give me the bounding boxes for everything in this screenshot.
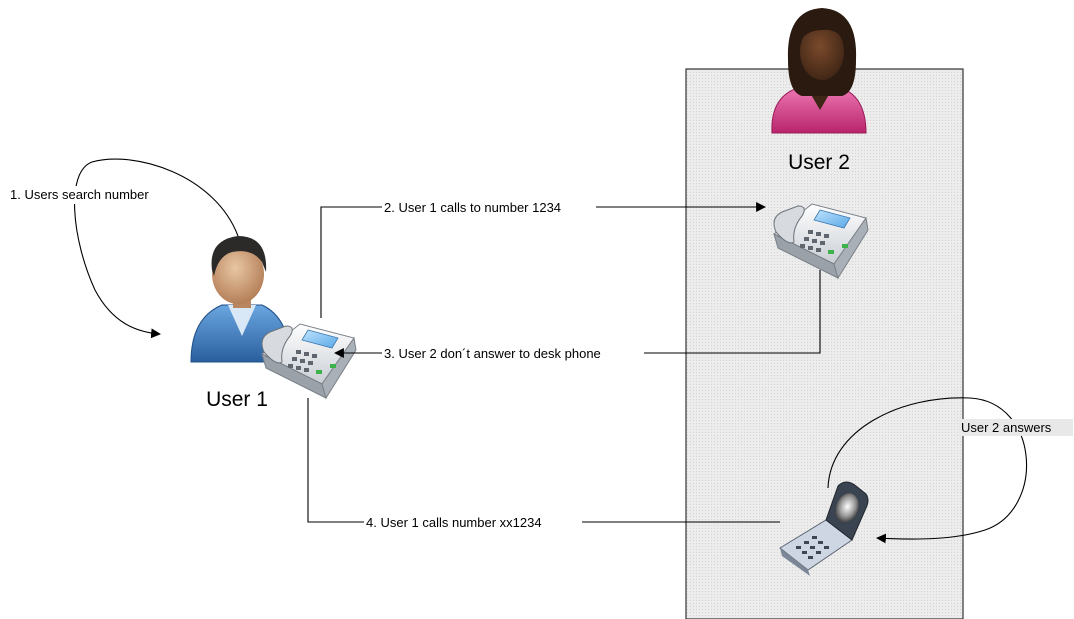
step-3-label: 3. User 2 don´t answer to desk phone (384, 346, 601, 361)
desk-phone-icon (261, 323, 357, 400)
edge-call-mobile (307, 398, 780, 523)
user2-label: User 2 (788, 151, 850, 174)
user2-avatar (771, 8, 867, 134)
step-2-label: 2. User 1 calls to number 1234 (384, 200, 561, 215)
edge-search-loop (74, 158, 239, 339)
step-1-label: 1. Users search number (10, 187, 149, 202)
edge-call-desk (320, 202, 766, 318)
desk-phone-icon (773, 203, 869, 280)
user1-desk-phone (261, 323, 357, 400)
female-user-icon (771, 8, 867, 134)
edge-answer-loop (827, 397, 1027, 544)
flip-mobile-phone-icon (779, 481, 869, 576)
step-4-label: 4. User 1 calls number xx1234 (366, 515, 542, 530)
user2-mobile-phone (779, 481, 869, 576)
user1-label: User 1 (206, 388, 268, 411)
user2-desk-phone (773, 203, 869, 280)
answer-label: User 2 answers (961, 420, 1052, 435)
